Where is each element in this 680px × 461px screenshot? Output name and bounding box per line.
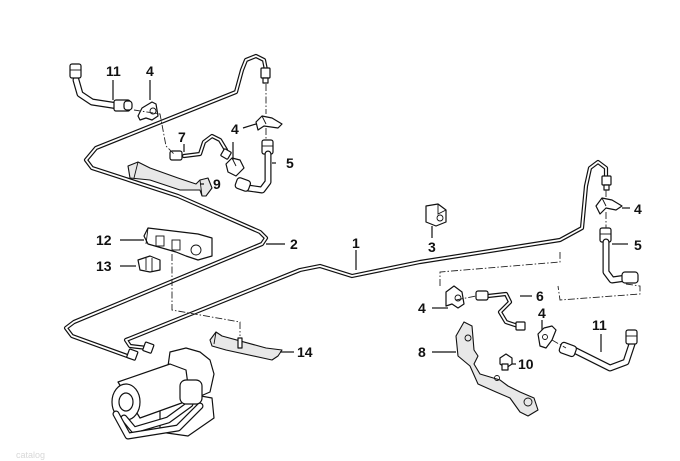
callout-4-right[interactable]: 4 [634,201,642,217]
callout-10[interactable]: 10 [518,356,534,372]
callout-8[interactable]: 7 [178,129,186,145]
callout-5-left[interactable]: 5 [286,155,294,171]
callout-7[interactable]: 8 [418,344,426,360]
hose-bracket-clip-5[interactable] [445,285,465,309]
callout-12[interactable]: 12 [96,232,112,248]
pipe-end-fitting [601,175,612,191]
main-brake-pipe[interactable] [123,159,609,351]
callout-4-mid[interactable]: 4 [231,121,239,137]
hose-bracket-clip-6[interactable] [537,325,557,349]
leader-lines [112,80,630,365]
hose-bracket-clip-1[interactable] [137,101,159,121]
callout-4-lower-left[interactable]: 4 [418,300,426,316]
left-brake-pipe[interactable] [63,53,269,360]
brake-pipe-section-6[interactable] [475,290,526,331]
pipe-holder-clip-block[interactable] [143,227,213,261]
callout-13[interactable]: 13 [96,258,112,274]
brake-pipe-with-fitting-left[interactable] [69,63,133,112]
hose-bracket-clip-2[interactable] [255,115,283,131]
flexible-brake-hose-left[interactable] [234,139,274,194]
callout-2[interactable]: 2 [290,236,298,252]
flexible-brake-hose-right[interactable] [599,227,639,284]
callout-5-right[interactable]: 5 [634,237,642,253]
callout-labels: 11 4 7 4 5 9 12 13 2 1 3 4 5 6 4 4 8 10 … [96,63,642,372]
brake-pipe-section-8[interactable] [169,133,232,161]
brake-pipe-with-fitting-right[interactable] [558,329,638,372]
callout-4-top[interactable]: 4 [146,63,154,79]
support-bracket[interactable] [209,331,283,361]
hose-bracket-clip-3[interactable] [225,157,245,177]
callout-14[interactable]: 14 [297,344,313,360]
callout-11-left[interactable]: 11 [106,63,121,79]
callout-6[interactable]: 6 [536,288,544,304]
hex-bolt[interactable] [499,353,513,371]
mounting-bracket-9[interactable] [127,161,213,197]
callout-1[interactable]: 1 [352,235,360,251]
callout-4-lower-right[interactable]: 4 [538,305,546,321]
callout-3[interactable]: 3 [428,239,436,255]
pipe-fitting-nut [126,341,155,361]
abs-hydraulic-unit[interactable] [111,347,215,440]
watermark: catalog [16,450,45,460]
assembly-guide-lines [133,84,641,349]
pipe-grommet[interactable] [425,203,447,227]
callout-11-right[interactable]: 11 [592,317,607,333]
mounting-bracket-7[interactable] [455,321,539,417]
callout-9[interactable]: 9 [213,176,221,192]
pipe-end-fitting [260,67,271,84]
pipe-clip[interactable] [137,255,161,273]
hose-bracket-clip-4[interactable] [595,197,623,215]
